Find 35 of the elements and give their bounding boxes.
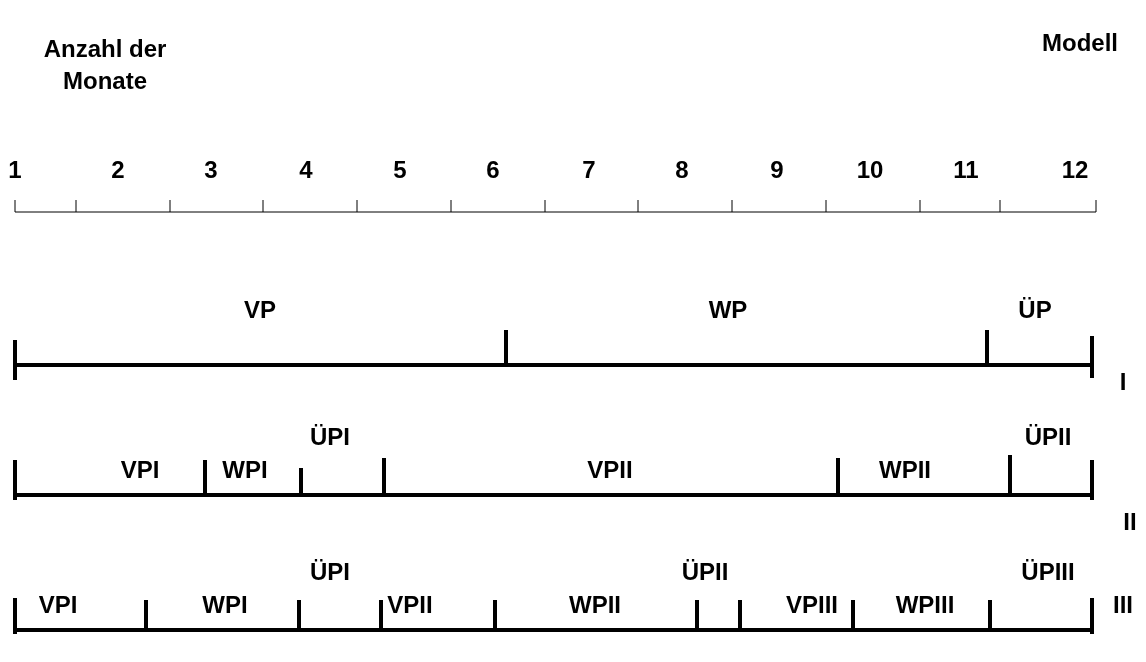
period-label: WPI [222,455,268,485]
axis-title: Modell [1042,28,1118,58]
axis-title: Anzahl der Monate [42,34,168,96]
tick-label: 3 [204,155,218,185]
tick-label: 10 [856,155,884,185]
period-label: WPIII [895,590,955,620]
model-label: III [1113,590,1133,620]
period-label: VPI [38,590,78,620]
period-label: ÜPII [1024,422,1072,452]
period-label: VPII [387,590,433,620]
period-label: VP [244,295,276,325]
period-label: VPI [120,455,160,485]
tick-label: 5 [393,155,407,185]
period-label: ÜPIII [1021,557,1075,587]
period-label: WPII [879,455,931,485]
tick-label: 2 [111,155,125,185]
model-label: I [1119,367,1127,397]
tick-label: 8 [675,155,689,185]
period-label: WP [708,295,748,325]
tick-label: 1 [8,155,22,185]
period-label: VPII [587,455,633,485]
tick-label: 7 [582,155,596,185]
period-label: VPIII [786,590,838,620]
period-label: WPI [202,590,248,620]
period-label: WPII [569,590,621,620]
period-label: ÜP [1018,295,1052,325]
tick-label: 6 [486,155,500,185]
period-label: ÜPII [681,557,729,587]
tick-label: 12 [1061,155,1089,185]
model-label: II [1123,507,1137,537]
tick-label: 9 [770,155,784,185]
tick-label: 11 [953,155,979,185]
period-label: ÜPI [310,557,350,587]
tick-label: 4 [299,155,313,185]
period-label: ÜPI [310,422,350,452]
